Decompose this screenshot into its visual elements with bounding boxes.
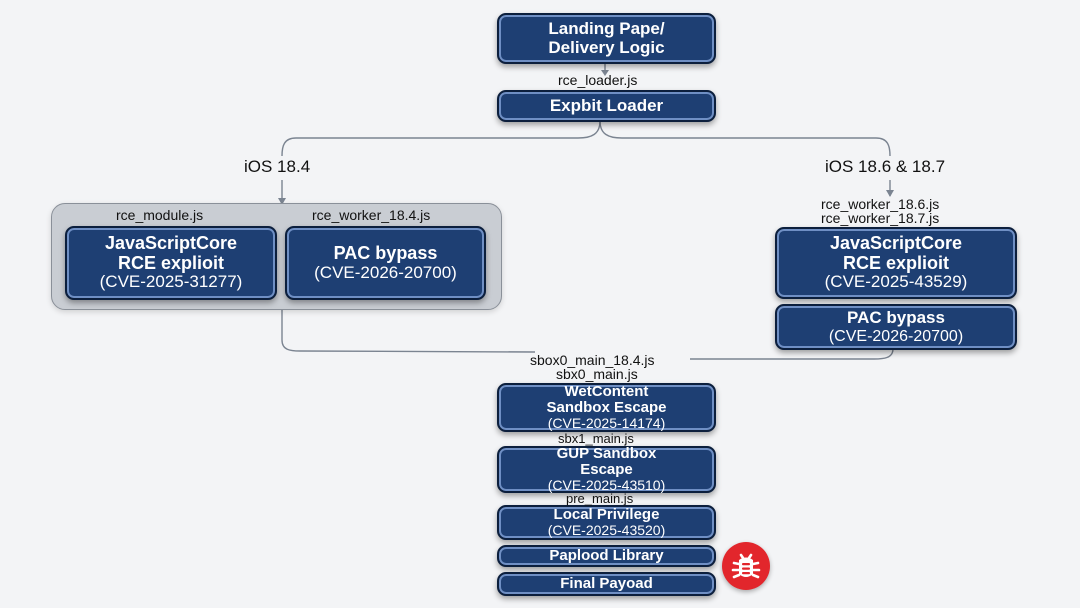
bug-icon — [731, 553, 761, 579]
label-rce-worker-184: rce_worker_18.4.js — [312, 207, 431, 223]
webcontent-line-3: (CVE-2025-14174) — [547, 415, 666, 432]
label-sbx1-main: sbx1_main.js — [558, 431, 634, 446]
finalpayload-line-1: Final Payoad — [560, 574, 653, 592]
pac-bypass-184-node: PAC bypass (CVE-2026-20700) — [285, 226, 486, 300]
loader-line-1: Expbit Loader — [549, 95, 664, 115]
webcontent-line-2: Sandbox Escape — [546, 398, 667, 416]
webcontent-sandbox-node: WetContent Sandbox Escape (CVE-2025-1417… — [497, 383, 716, 432]
landing-page-node: Landing Pape/ Delivery Logic — [497, 13, 716, 64]
alert-badge — [722, 542, 770, 590]
edge-loader-branches — [281, 120, 601, 157]
landing-line-2: Delivery Logic — [548, 37, 665, 57]
payloadlib-line-1: Paplood Library — [549, 546, 664, 564]
gpu-sandbox-node: GUP Sandbox Escape (CVE-2025-43510) — [497, 444, 716, 494]
final-payload-node: Final Payoad — [497, 572, 716, 596]
jsc-rce-186-node: JavaScriptCore RCE explioit (CVE-2025-43… — [775, 227, 1017, 299]
label-rce-loader: rce_loader.js — [558, 72, 638, 88]
arrowhead-ios184 — [278, 198, 286, 205]
webcontent-line-1: WetContent — [564, 382, 649, 400]
label-rce-worker-187: rce_worker_18.7.js — [821, 210, 940, 226]
jsc186-line-2: RCE explioit — [842, 252, 949, 273]
jsc184-line-1: JavaScriptCore — [104, 233, 238, 254]
label-ios-184: iOS 18.4 — [244, 157, 311, 176]
landing-line-1: Landing Pape/ — [548, 19, 665, 39]
label-sbx0-main: sbx0_main.js — [556, 366, 638, 382]
pac186-line-2: (CVE-2026-20700) — [828, 327, 964, 345]
pac184-line-2: (CVE-2026-20700) — [314, 262, 457, 282]
label-sbox0-main-184: sbox0_main_18.4.js — [530, 352, 655, 368]
exploit-loader-node: Expbit Loader — [497, 90, 716, 122]
pac-bypass-186-node: PAC bypass (CVE-2026-20700) — [775, 304, 1017, 350]
gpu-line-3: (CVE-2025-43510) — [547, 477, 666, 494]
localpriv-line-1: Local Privilege — [553, 505, 660, 523]
label-ios-186: iOS 18.6 & 18.7 — [825, 157, 946, 176]
local-privilege-node: Local Privilege (CVE-2025-43520) — [497, 505, 716, 540]
jsc186-line-3: (CVE-2025-43529) — [824, 272, 968, 292]
jsc184-line-3: (CVE-2025-31277) — [99, 272, 243, 292]
jsc184-line-2: RCE explioit — [117, 252, 224, 273]
arrowhead-landing — [601, 70, 609, 76]
jsc-rce-184-node: JavaScriptCore RCE explioit (CVE-2025-31… — [65, 226, 277, 300]
localpriv-line-2: (CVE-2025-43520) — [547, 522, 666, 539]
gpu-line-2: Escape — [580, 460, 633, 478]
arrowhead-ios186 — [886, 190, 894, 197]
label-rce-module: rce_module.js — [116, 207, 204, 223]
payload-library-node: Paplood Library — [497, 545, 716, 567]
pac184-line-1: PAC bypass — [333, 243, 438, 264]
jsc186-line-1: JavaScriptCore — [829, 233, 963, 254]
edge-loader-right — [599, 120, 891, 157]
edge-group-merge — [281, 308, 536, 353]
label-pre-main: pre_main.js — [566, 491, 634, 506]
pac186-line-1: PAC bypass — [847, 308, 945, 328]
label-rce-worker-186: rce_worker_18.6.js — [821, 196, 940, 212]
edge-right-merge — [690, 348, 894, 360]
gpu-line-1: GUP Sandbox — [556, 444, 657, 462]
